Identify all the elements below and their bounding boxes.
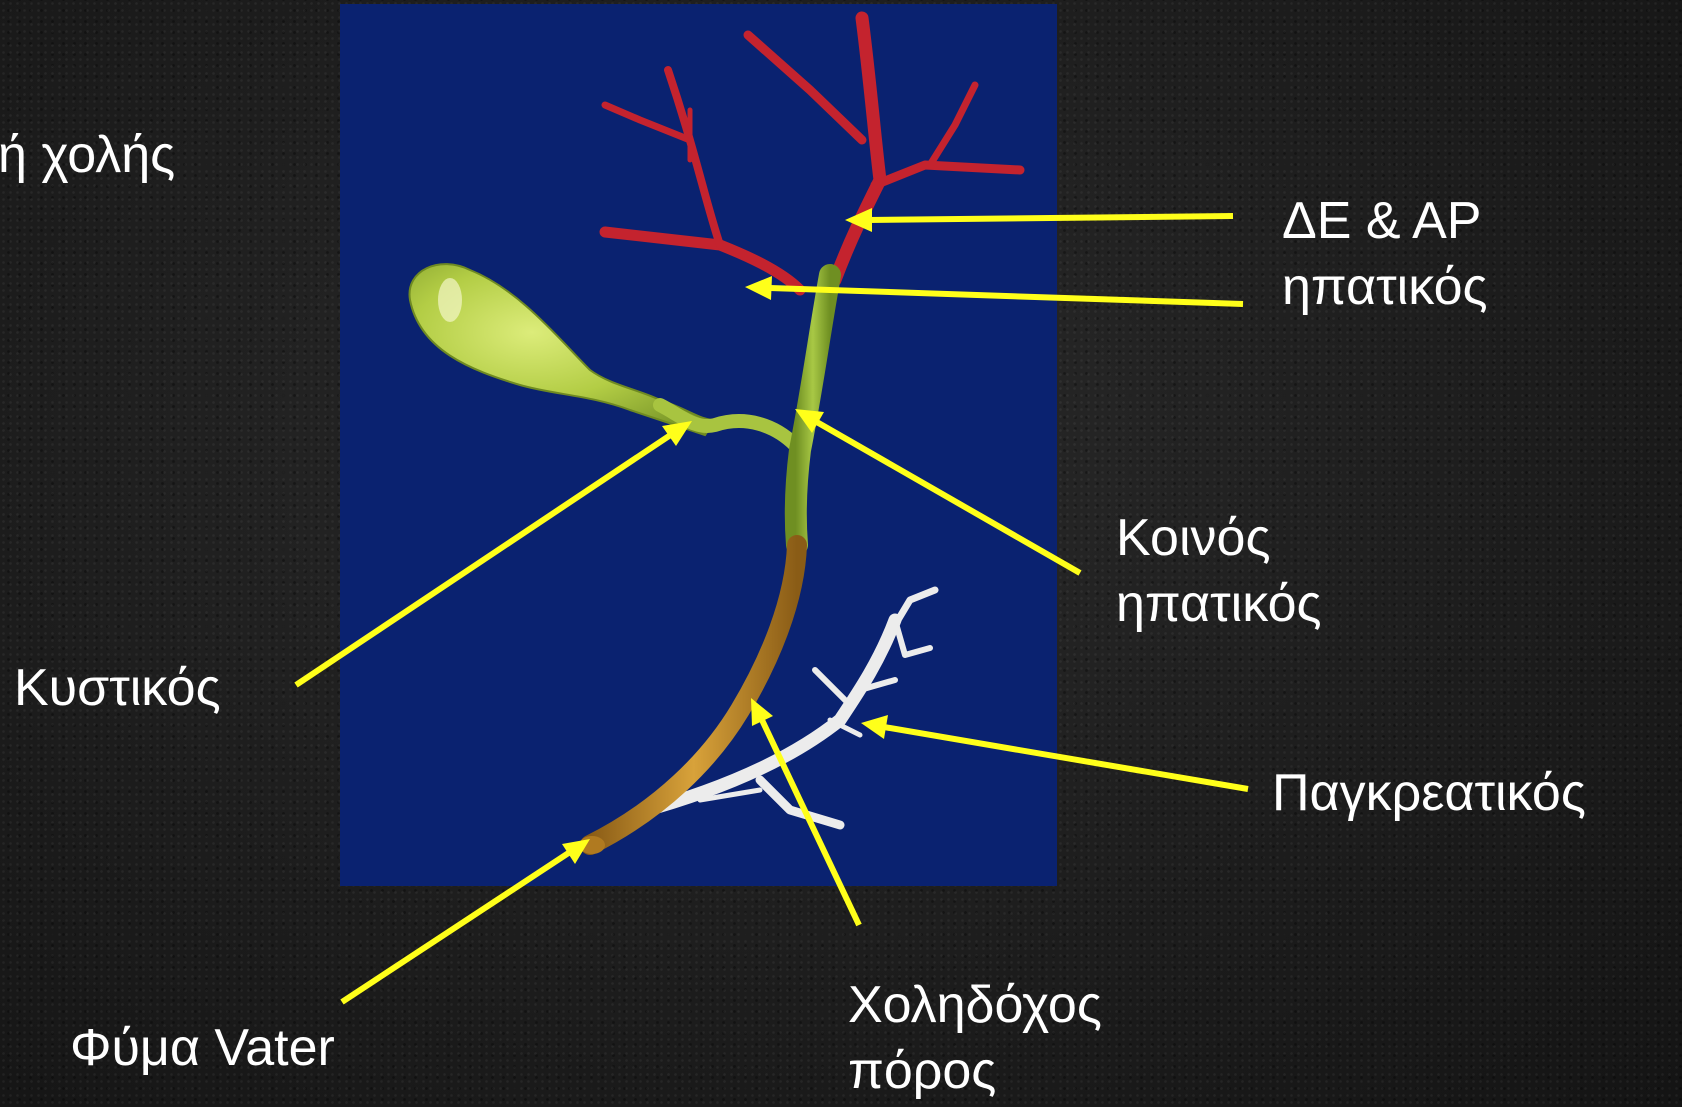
label-right-left-hepatic-line-1: ΔΕ & ΑΡ	[1282, 188, 1488, 254]
label-common-bile-duct: Χοληδόχος πόρος	[848, 972, 1102, 1104]
gallbladder-highlight	[438, 278, 462, 322]
label-cystic: Κυστικός	[14, 655, 221, 721]
label-common-hepatic-line-2: ηπατικός	[1116, 571, 1322, 637]
label-vater-text: Φύμα Vater	[70, 1015, 335, 1081]
label-common-bile-duct-line-2: πόρος	[848, 1038, 1102, 1104]
label-right-left-hepatic-line-2: ηπατικός	[1282, 254, 1488, 320]
label-pancreatic: Παγκρεατικός	[1272, 760, 1586, 826]
label-pancreatic-text: Παγκρεατικός	[1272, 760, 1586, 826]
label-common-hepatic: Κοινός ηπατικός	[1116, 505, 1322, 637]
slide-title: ή χολής	[0, 122, 175, 188]
label-vater: Φύμα Vater	[70, 1015, 335, 1081]
label-right-left-hepatic: ΔΕ & ΑΡ ηπατικός	[1282, 188, 1488, 320]
label-common-bile-duct-line-1: Χοληδόχος	[848, 972, 1102, 1038]
label-cystic-text: Κυστικός	[14, 655, 221, 721]
slide-title-text: ή χολής	[0, 122, 175, 188]
label-common-hepatic-line-1: Κοινός	[1116, 505, 1322, 571]
